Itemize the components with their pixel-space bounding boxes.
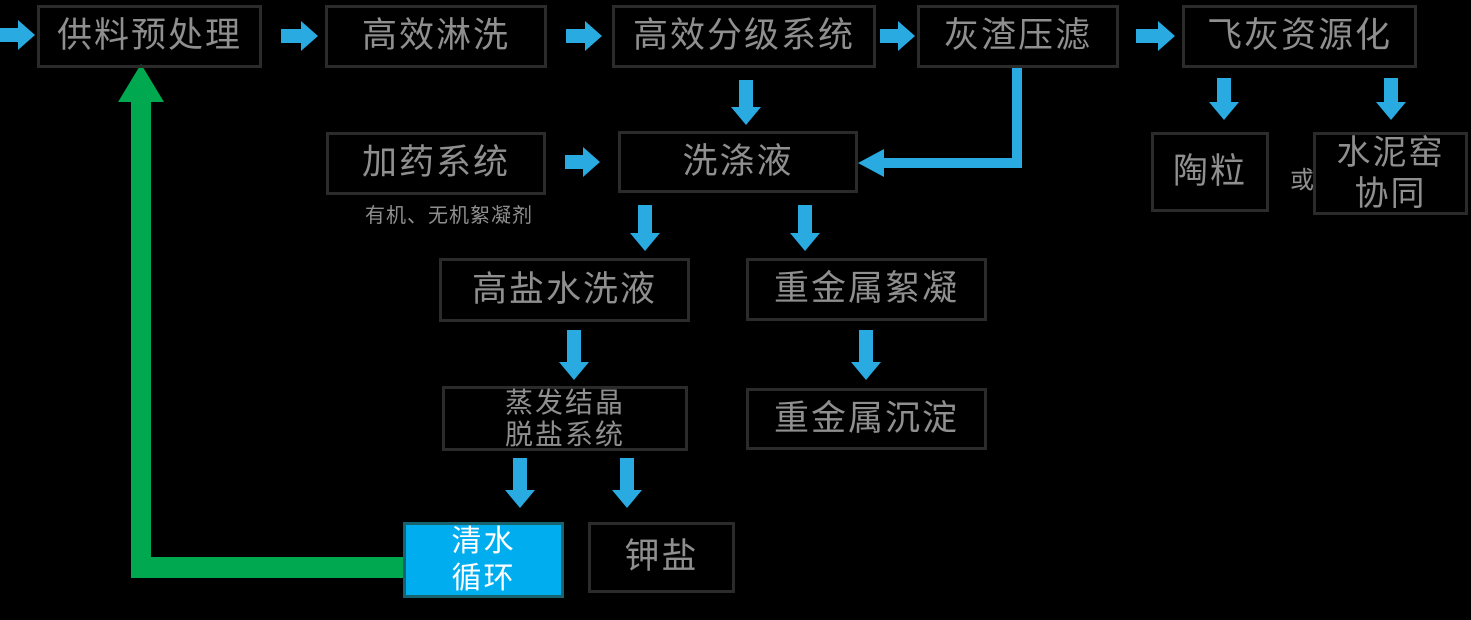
recycle-arrow-horizontal <box>131 557 403 578</box>
node-ash-residue-press-filter: 灰渣压滤 <box>917 5 1119 68</box>
dosing-system-note: 有机、无机絮凝剂 <box>365 203 533 227</box>
arrow-rinsing-to-classification <box>566 21 602 51</box>
arrow-classification-down-to-washing <box>731 80 761 125</box>
recycle-arrow-vertical <box>131 100 151 578</box>
recycle-arrow-head <box>118 64 164 102</box>
node-potassium-salt: 钾盐 <box>588 522 735 593</box>
arrow-fly-ash-to-cement-kiln <box>1376 78 1406 120</box>
arrow-evaporation-to-potassium <box>612 458 642 508</box>
arrow-washing-to-flocculation <box>790 205 820 251</box>
node-heavy-metal-flocculation: 重金属絮凝 <box>746 258 987 321</box>
node-washing-liquid: 洗涤液 <box>618 131 858 193</box>
arrow-classification-to-ash-press <box>880 21 915 51</box>
node-ceramsite: 陶粒 <box>1151 132 1269 212</box>
elbow-ash-press-to-washing-vertical <box>1012 68 1022 168</box>
clean-water-line2: 循环 <box>451 561 516 596</box>
node-dosing-system: 加药系统 <box>326 132 546 195</box>
green-recycle-arrow-group <box>118 64 403 578</box>
node-high-salt-wash-liquid: 高盐水洗液 <box>439 258 690 322</box>
elbow-ash-press-to-washing-horizontal <box>882 158 1022 168</box>
node-cement-kiln-codisposal: 水泥窑 协同 <box>1313 132 1468 215</box>
arrow-dosing-to-washing <box>565 147 600 177</box>
blue-arrows-group <box>0 20 1406 508</box>
arrow-ash-press-to-fly-ash <box>1136 21 1175 51</box>
arrow-feed-to-rinsing <box>281 21 318 51</box>
clean-water-line1: 清水 <box>451 524 516 559</box>
node-heavy-metal-precipitation: 重金属沉淀 <box>746 388 987 450</box>
arrow-fly-ash-to-ceramsite <box>1209 78 1239 120</box>
node-fly-ash-resource-utilization: 飞灰资源化 <box>1182 5 1417 68</box>
node-clean-water-cycle: 清水 循环 <box>403 522 564 598</box>
cement-kiln-line1: 水泥窑 <box>1336 132 1445 173</box>
arrow-evaporation-to-clean-water <box>505 458 535 508</box>
or-label: 或 <box>1290 166 1314 194</box>
node-evaporation-crystallization-desalination: 蒸发结晶 脱盐系统 <box>442 386 688 451</box>
evaporation-line2: 脱盐系统 <box>504 417 625 451</box>
arrow-inflow-to-feed <box>0 20 35 50</box>
cement-kiln-line2: 协同 <box>1354 173 1427 214</box>
arrow-flocculation-to-precipitation <box>851 330 881 380</box>
node-feed-pretreatment: 供料预处理 <box>37 5 262 68</box>
node-efficient-classification-system: 高效分级系统 <box>612 5 876 68</box>
elbow-ash-press-to-washing-head <box>858 149 884 177</box>
node-efficient-rinsing: 高效淋洗 <box>325 5 547 68</box>
evaporation-line1: 蒸发结晶 <box>504 385 625 419</box>
arrow-high-salt-to-evaporation <box>559 330 589 380</box>
arrow-washing-to-high-salt <box>630 205 660 251</box>
